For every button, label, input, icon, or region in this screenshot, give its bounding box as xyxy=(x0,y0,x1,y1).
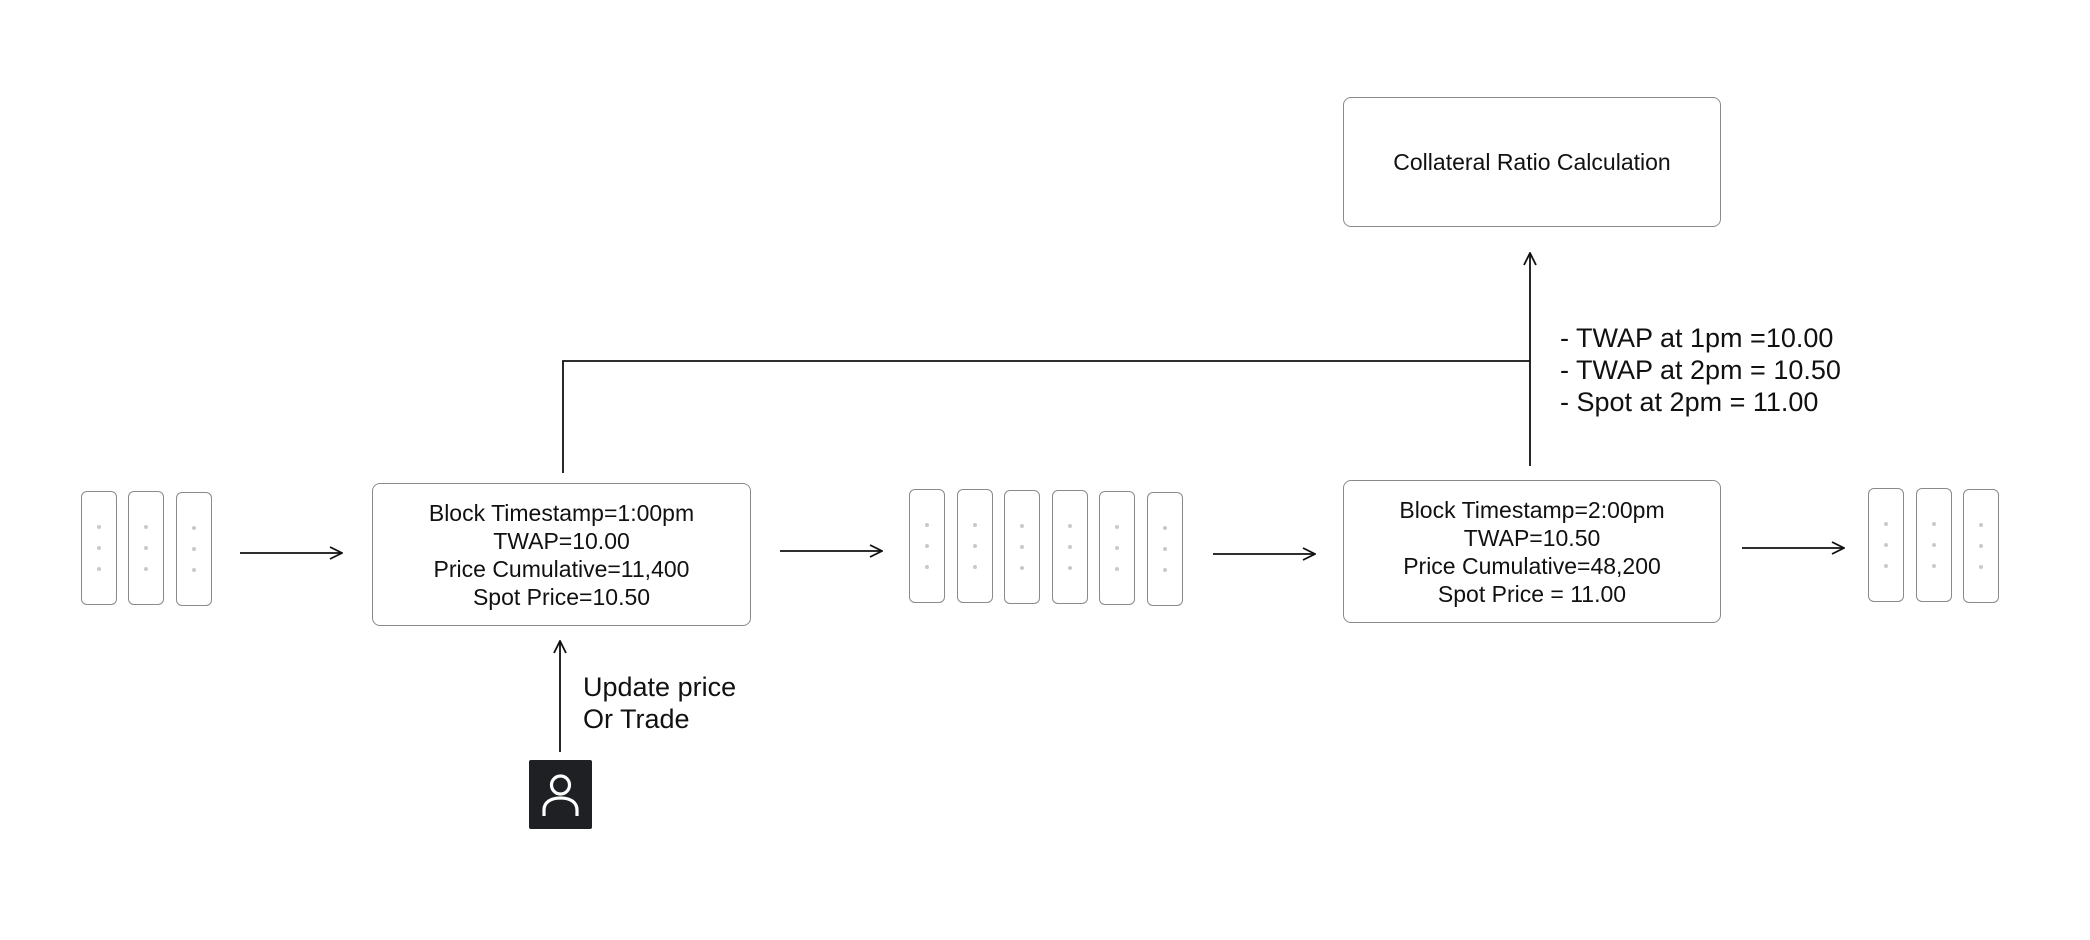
block-price-cumulative: Price Cumulative=48,200 xyxy=(1403,552,1661,579)
block-timestamp: Block Timestamp=1:00pm xyxy=(428,499,695,526)
block-box-2pm: Block Timestamp=2:00pm TWAP=10.50 Price … xyxy=(1343,480,1721,623)
mini-block xyxy=(1052,490,1088,604)
user-action-line: Or Trade xyxy=(583,704,690,734)
mini-block xyxy=(176,492,212,606)
mini-block xyxy=(1963,489,1999,603)
input-line: - TWAP at 1pm =10.00 xyxy=(1560,323,1834,353)
mini-block xyxy=(81,491,117,605)
twap-connector-line xyxy=(562,360,1530,473)
input-line: - Spot at 2pm = 11.00 xyxy=(1560,387,1819,417)
block-twap: TWAP=10.00 xyxy=(493,527,630,554)
collateral-ratio-label: Collateral Ratio Calculation xyxy=(1393,148,1671,175)
mini-block xyxy=(128,491,164,605)
mini-block xyxy=(1916,488,1952,602)
mini-block xyxy=(1004,490,1040,604)
block-spot-price: Spot Price = 11.00 xyxy=(1437,580,1627,607)
input-line: - TWAP at 2pm = 10.50 xyxy=(1560,355,1841,385)
block-twap: TWAP=10.50 xyxy=(1463,524,1601,551)
user-icon xyxy=(529,760,592,829)
user-action-label: Update price Or Trade xyxy=(583,671,736,735)
mini-block xyxy=(1147,492,1183,606)
mini-block xyxy=(1099,491,1135,605)
mini-block xyxy=(909,489,945,603)
collateral-ratio-box: Collateral Ratio Calculation xyxy=(1343,97,1721,227)
block-price-cumulative: Price Cumulative=11,400 xyxy=(433,555,690,582)
user-action-line: Update price xyxy=(583,672,737,702)
mini-block xyxy=(1868,488,1904,602)
block-timestamp: Block Timestamp=2:00pm xyxy=(1399,496,1665,523)
block-spot-price: Spot Price=10.50 xyxy=(472,583,651,610)
block-box-1pm: Block Timestamp=1:00pm TWAP=10.00 Price … xyxy=(372,483,751,626)
mini-block xyxy=(957,489,993,603)
twap-input-list: - TWAP at 1pm =10.00 - TWAP at 2pm = 10.… xyxy=(1560,322,1841,418)
